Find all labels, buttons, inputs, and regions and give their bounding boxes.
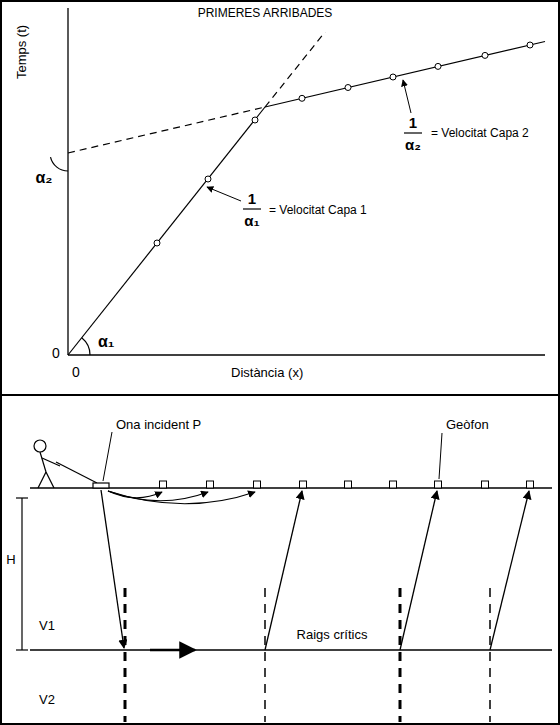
operator-body	[40, 452, 46, 472]
geophones	[160, 481, 534, 488]
refracted-ray	[490, 491, 529, 650]
critical-rays	[101, 490, 529, 650]
bracket-tick	[16, 649, 28, 650]
operator-leg	[46, 472, 54, 488]
data-point	[252, 117, 258, 123]
layer-velocity: V1	[38, 619, 56, 633]
axis-origin: 0	[51, 346, 61, 361]
normal-line	[489, 588, 491, 722]
velocity-label: = Velocitat Capa 2	[430, 127, 530, 140]
data-point	[390, 74, 396, 80]
velocity-label: = Velocitat Capa 1	[268, 204, 368, 217]
refracted-ray	[400, 491, 437, 650]
head-wave-arrow	[150, 649, 195, 652]
bracket-line	[21, 498, 22, 650]
thickness-bracket	[16, 498, 28, 650]
ray-label: Raigs crítics	[296, 628, 369, 642]
axis-origin: 0	[71, 365, 81, 380]
layer-interface	[30, 649, 552, 650]
callout-label: Ona incident P	[115, 418, 202, 432]
source-plate	[93, 483, 109, 488]
axis-title: Temps (t)	[15, 24, 29, 80]
pointer-arrow	[403, 80, 411, 113]
time-axis	[67, 8, 68, 355]
bracket-tick	[16, 497, 28, 498]
fraction-denominator: α₂	[404, 137, 422, 154]
geophone	[207, 481, 214, 488]
direct-waves	[108, 491, 255, 504]
layer-velocity: V2	[38, 693, 56, 707]
normal-line	[264, 588, 266, 722]
fraction-bar	[404, 132, 422, 133]
hammer-handle	[56, 462, 97, 483]
geophone	[254, 481, 261, 488]
callout-label: Geòfon	[445, 418, 490, 432]
axis-title: Distància (x)	[230, 366, 304, 380]
normal-line	[124, 588, 127, 722]
direct-wave	[108, 491, 255, 504]
geophone	[345, 481, 352, 488]
leader-line	[439, 433, 442, 479]
fraction-bar	[243, 208, 261, 209]
data-point	[482, 52, 488, 58]
layer2-line	[265, 42, 545, 108]
layer1-line	[68, 107, 265, 355]
geophone	[527, 481, 534, 488]
distance-axis	[68, 354, 545, 355]
operator-leg	[38, 472, 46, 488]
pointer-arrow	[207, 187, 241, 201]
data-point	[299, 95, 305, 101]
data-point	[205, 176, 211, 182]
angle-arc	[82, 338, 90, 355]
normals	[125, 588, 490, 722]
angle-label: α₁	[97, 333, 115, 351]
layer2-extension	[68, 107, 265, 153]
dimension-label: H	[5, 553, 16, 567]
refracted-ray	[265, 491, 302, 650]
data-point	[154, 240, 160, 246]
direct-wave	[108, 491, 162, 498]
layer1-extension	[265, 32, 325, 107]
panel-divider	[1, 394, 559, 396]
data-point	[527, 42, 533, 48]
data-points	[154, 42, 533, 246]
data-point	[345, 85, 351, 91]
angle-label: α₂	[35, 169, 54, 187]
data-point	[435, 63, 441, 69]
fraction-numerator: 1	[408, 115, 418, 132]
fraction-denominator: α₁	[243, 213, 260, 230]
leader-line	[103, 432, 112, 481]
geophone	[482, 481, 489, 488]
incident-ray	[101, 490, 124, 648]
operator-head	[34, 440, 46, 452]
geophone	[300, 481, 307, 488]
normal-line	[399, 588, 402, 722]
operator-figure	[34, 440, 97, 488]
geophone	[160, 481, 167, 488]
geophone	[390, 481, 397, 488]
fraction-numerator: 1	[247, 191, 257, 208]
chart-title: PRIMERES ARRIBADES	[197, 7, 334, 20]
geophone	[435, 481, 442, 488]
